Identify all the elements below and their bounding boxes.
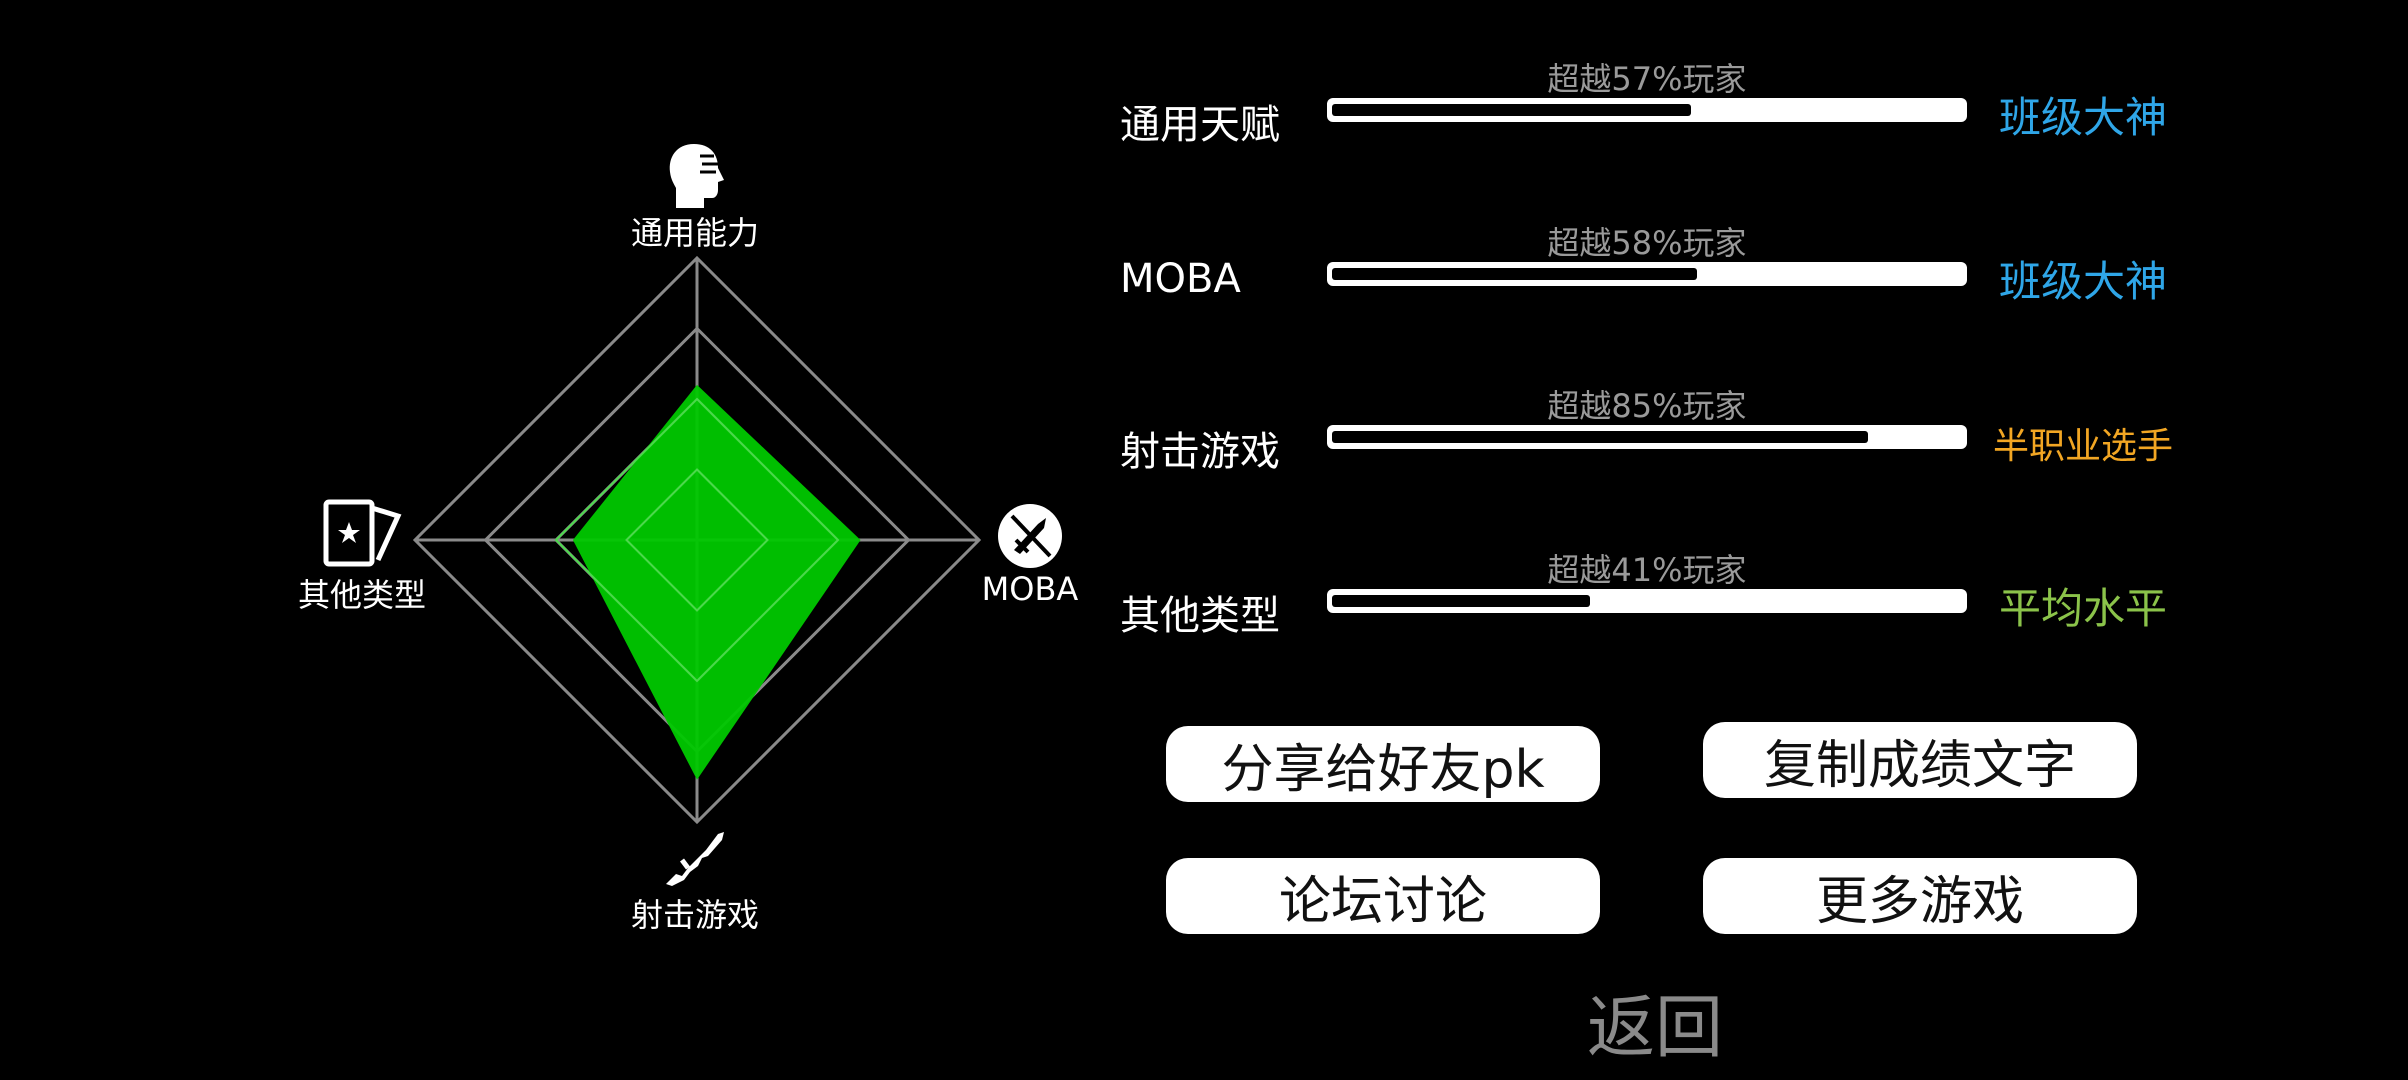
- stat-percent-text: 超越58%玩家: [1547, 224, 1747, 262]
- progress-bar: [1327, 589, 1967, 613]
- axis-label-shooter: 射击游戏: [630, 896, 759, 934]
- share-button[interactable]: 分享给好友pk: [1166, 726, 1600, 802]
- head-brain-icon: [669, 144, 724, 208]
- progress-fill: [1332, 268, 1698, 280]
- stat-row-shooter: 射击游戏 超越85%玩家 半职业选手: [1120, 381, 2200, 481]
- more-games-button[interactable]: 更多游戏: [1703, 858, 2137, 934]
- progress-bar: [1327, 262, 1967, 286]
- progress-bar: [1327, 425, 1967, 449]
- card-star-icon: [323, 499, 402, 567]
- stat-rank: 平均水平: [1998, 584, 2167, 633]
- stat-label: 其他类型: [1120, 593, 1280, 639]
- stat-row-other: 其他类型 超越41%玩家 平均水平: [1120, 545, 2200, 645]
- no-sword-icon: [998, 504, 1062, 568]
- progress-bar: [1327, 98, 1967, 122]
- progress-fill: [1332, 595, 1591, 607]
- radar-inner-ring: [554, 397, 840, 683]
- back-button[interactable]: 返回: [1586, 989, 1723, 1068]
- stat-percent-text: 超越85%玩家: [1547, 387, 1747, 425]
- radar-data-area: [572, 384, 861, 780]
- stat-rank: 班级大神: [1998, 257, 2167, 306]
- stat-label: 通用天赋: [1120, 102, 1280, 148]
- progress-fill: [1332, 431, 1868, 443]
- radar-inner-ring: [625, 468, 769, 612]
- stat-rank: 半职业选手: [1992, 426, 2173, 467]
- radar-chart: [412, 255, 982, 825]
- axis-label-general: 通用能力: [630, 214, 759, 252]
- forum-button[interactable]: 论坛讨论: [1166, 858, 1600, 934]
- progress-fill: [1332, 104, 1692, 116]
- stat-label: MOBA: [1120, 256, 1241, 302]
- stat-percent-text: 超越57%玩家: [1547, 60, 1747, 98]
- axis-label-other: 其他类型: [297, 576, 426, 614]
- stat-row-moba: MOBA 超越58%玩家 班级大神: [1120, 218, 2200, 318]
- stat-rank: 班级大神: [1998, 93, 2167, 142]
- stat-row-general: 通用天赋 超越57%玩家 班级大神: [1120, 54, 2200, 154]
- stat-label: 射击游戏: [1120, 429, 1280, 475]
- rifle-icon: [666, 832, 724, 886]
- axis-label-moba: MOBA: [981, 570, 1079, 608]
- copy-results-button[interactable]: 复制成绩文字: [1703, 722, 2137, 798]
- stat-percent-text: 超越41%玩家: [1547, 551, 1747, 589]
